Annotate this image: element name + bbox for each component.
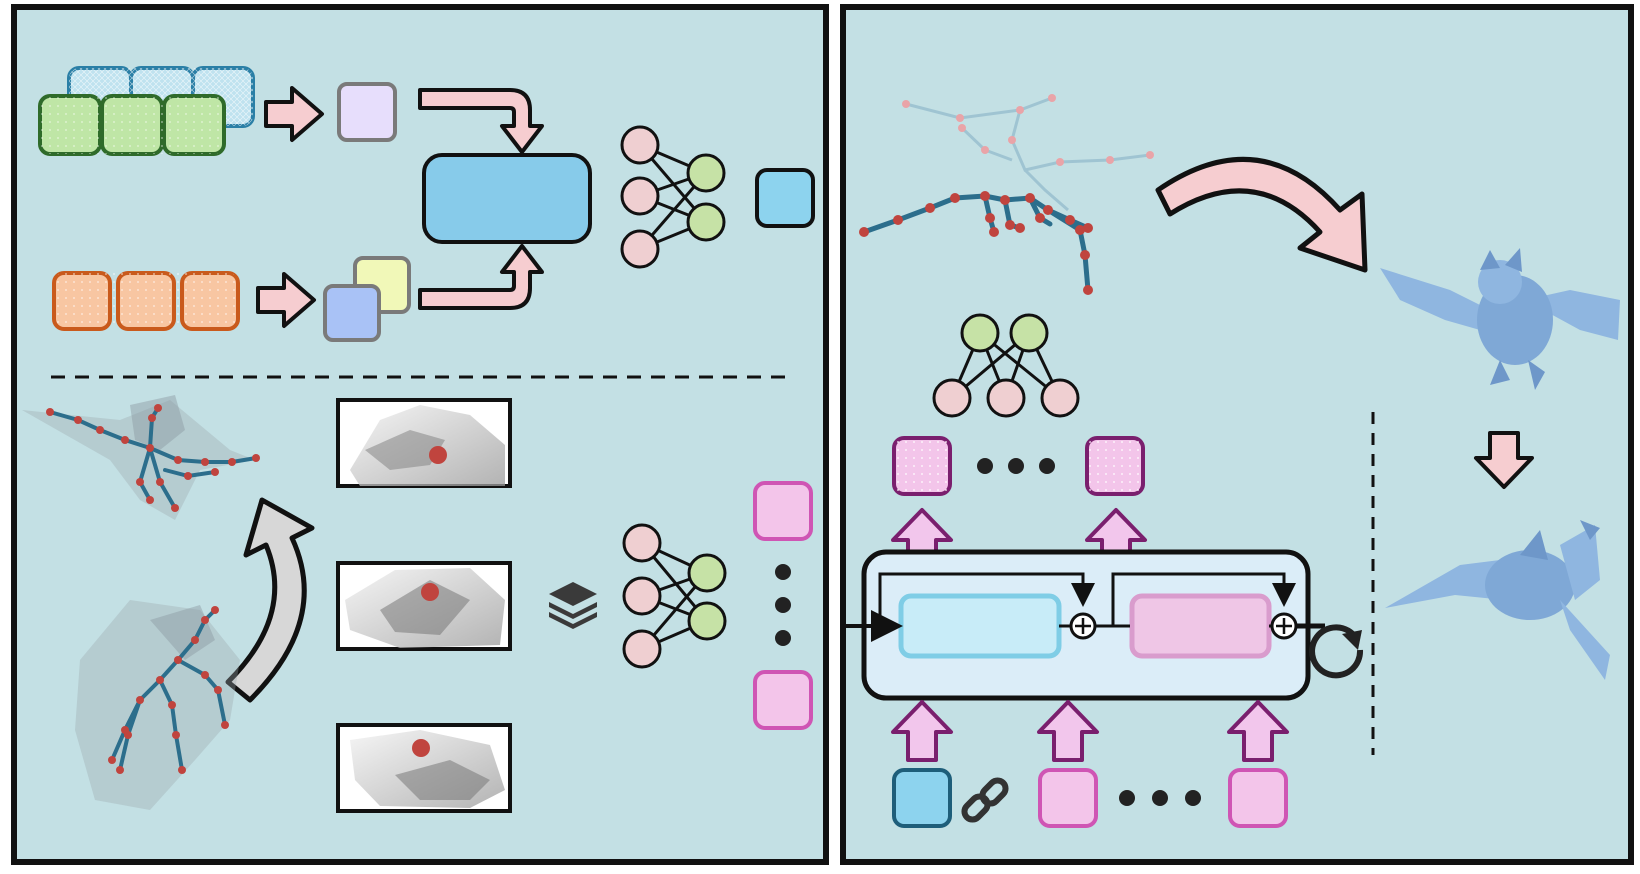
skeleton-icon [859, 94, 1154, 295]
curved-arrow-icon [225, 497, 315, 703]
attention-sublayer [898, 593, 1062, 659]
neural-network-icon [622, 523, 727, 669]
creature-icon [1380, 248, 1620, 390]
layers-icon [549, 582, 597, 629]
neural-network-icon [932, 313, 1080, 418]
ellipsis-icon [775, 564, 791, 646]
joint-token [1228, 768, 1288, 828]
residual-connections [843, 572, 1325, 642]
plus-circle-icon [1270, 612, 1298, 640]
bent-arrow-icon [418, 244, 544, 310]
skeleton-token-sequence [52, 271, 240, 331]
ffn-sublayer [1129, 593, 1272, 659]
skeleton-icon [22, 395, 260, 520]
rendered-view-2 [336, 561, 512, 651]
pooled-token [337, 82, 397, 142]
arrow-down-icon [1474, 431, 1534, 489]
joint-token [1038, 768, 1098, 828]
link-icon [961, 777, 1009, 823]
neural-network-icon [620, 125, 726, 269]
bent-arrow-icon [418, 88, 544, 154]
plus-circle-icon [1069, 612, 1097, 640]
arrow-right-icon [264, 86, 324, 142]
shape-token [892, 768, 952, 828]
pooled-token-blue [323, 284, 381, 342]
creature-icon [1385, 520, 1610, 680]
keypoint-token [753, 481, 813, 541]
ellipsis-icon [1119, 790, 1201, 806]
skeleton-icon [75, 600, 240, 810]
view-token-sequence [38, 66, 255, 156]
curved-arrow-icon [1155, 157, 1368, 273]
rendered-view-1 [336, 398, 512, 488]
keypoint-token [753, 670, 813, 730]
token-texture [894, 438, 950, 494]
output-token [755, 168, 815, 228]
encoder-block [422, 153, 592, 244]
token-texture [1087, 438, 1143, 494]
loop-icon [1309, 624, 1364, 679]
arrow-up-icon [1227, 700, 1289, 762]
arrow-right-icon [256, 272, 316, 328]
ellipsis-icon [977, 458, 1055, 474]
arrow-up-icon [1037, 700, 1099, 762]
arrow-up-icon [891, 700, 953, 762]
rendered-view-3 [336, 723, 512, 813]
